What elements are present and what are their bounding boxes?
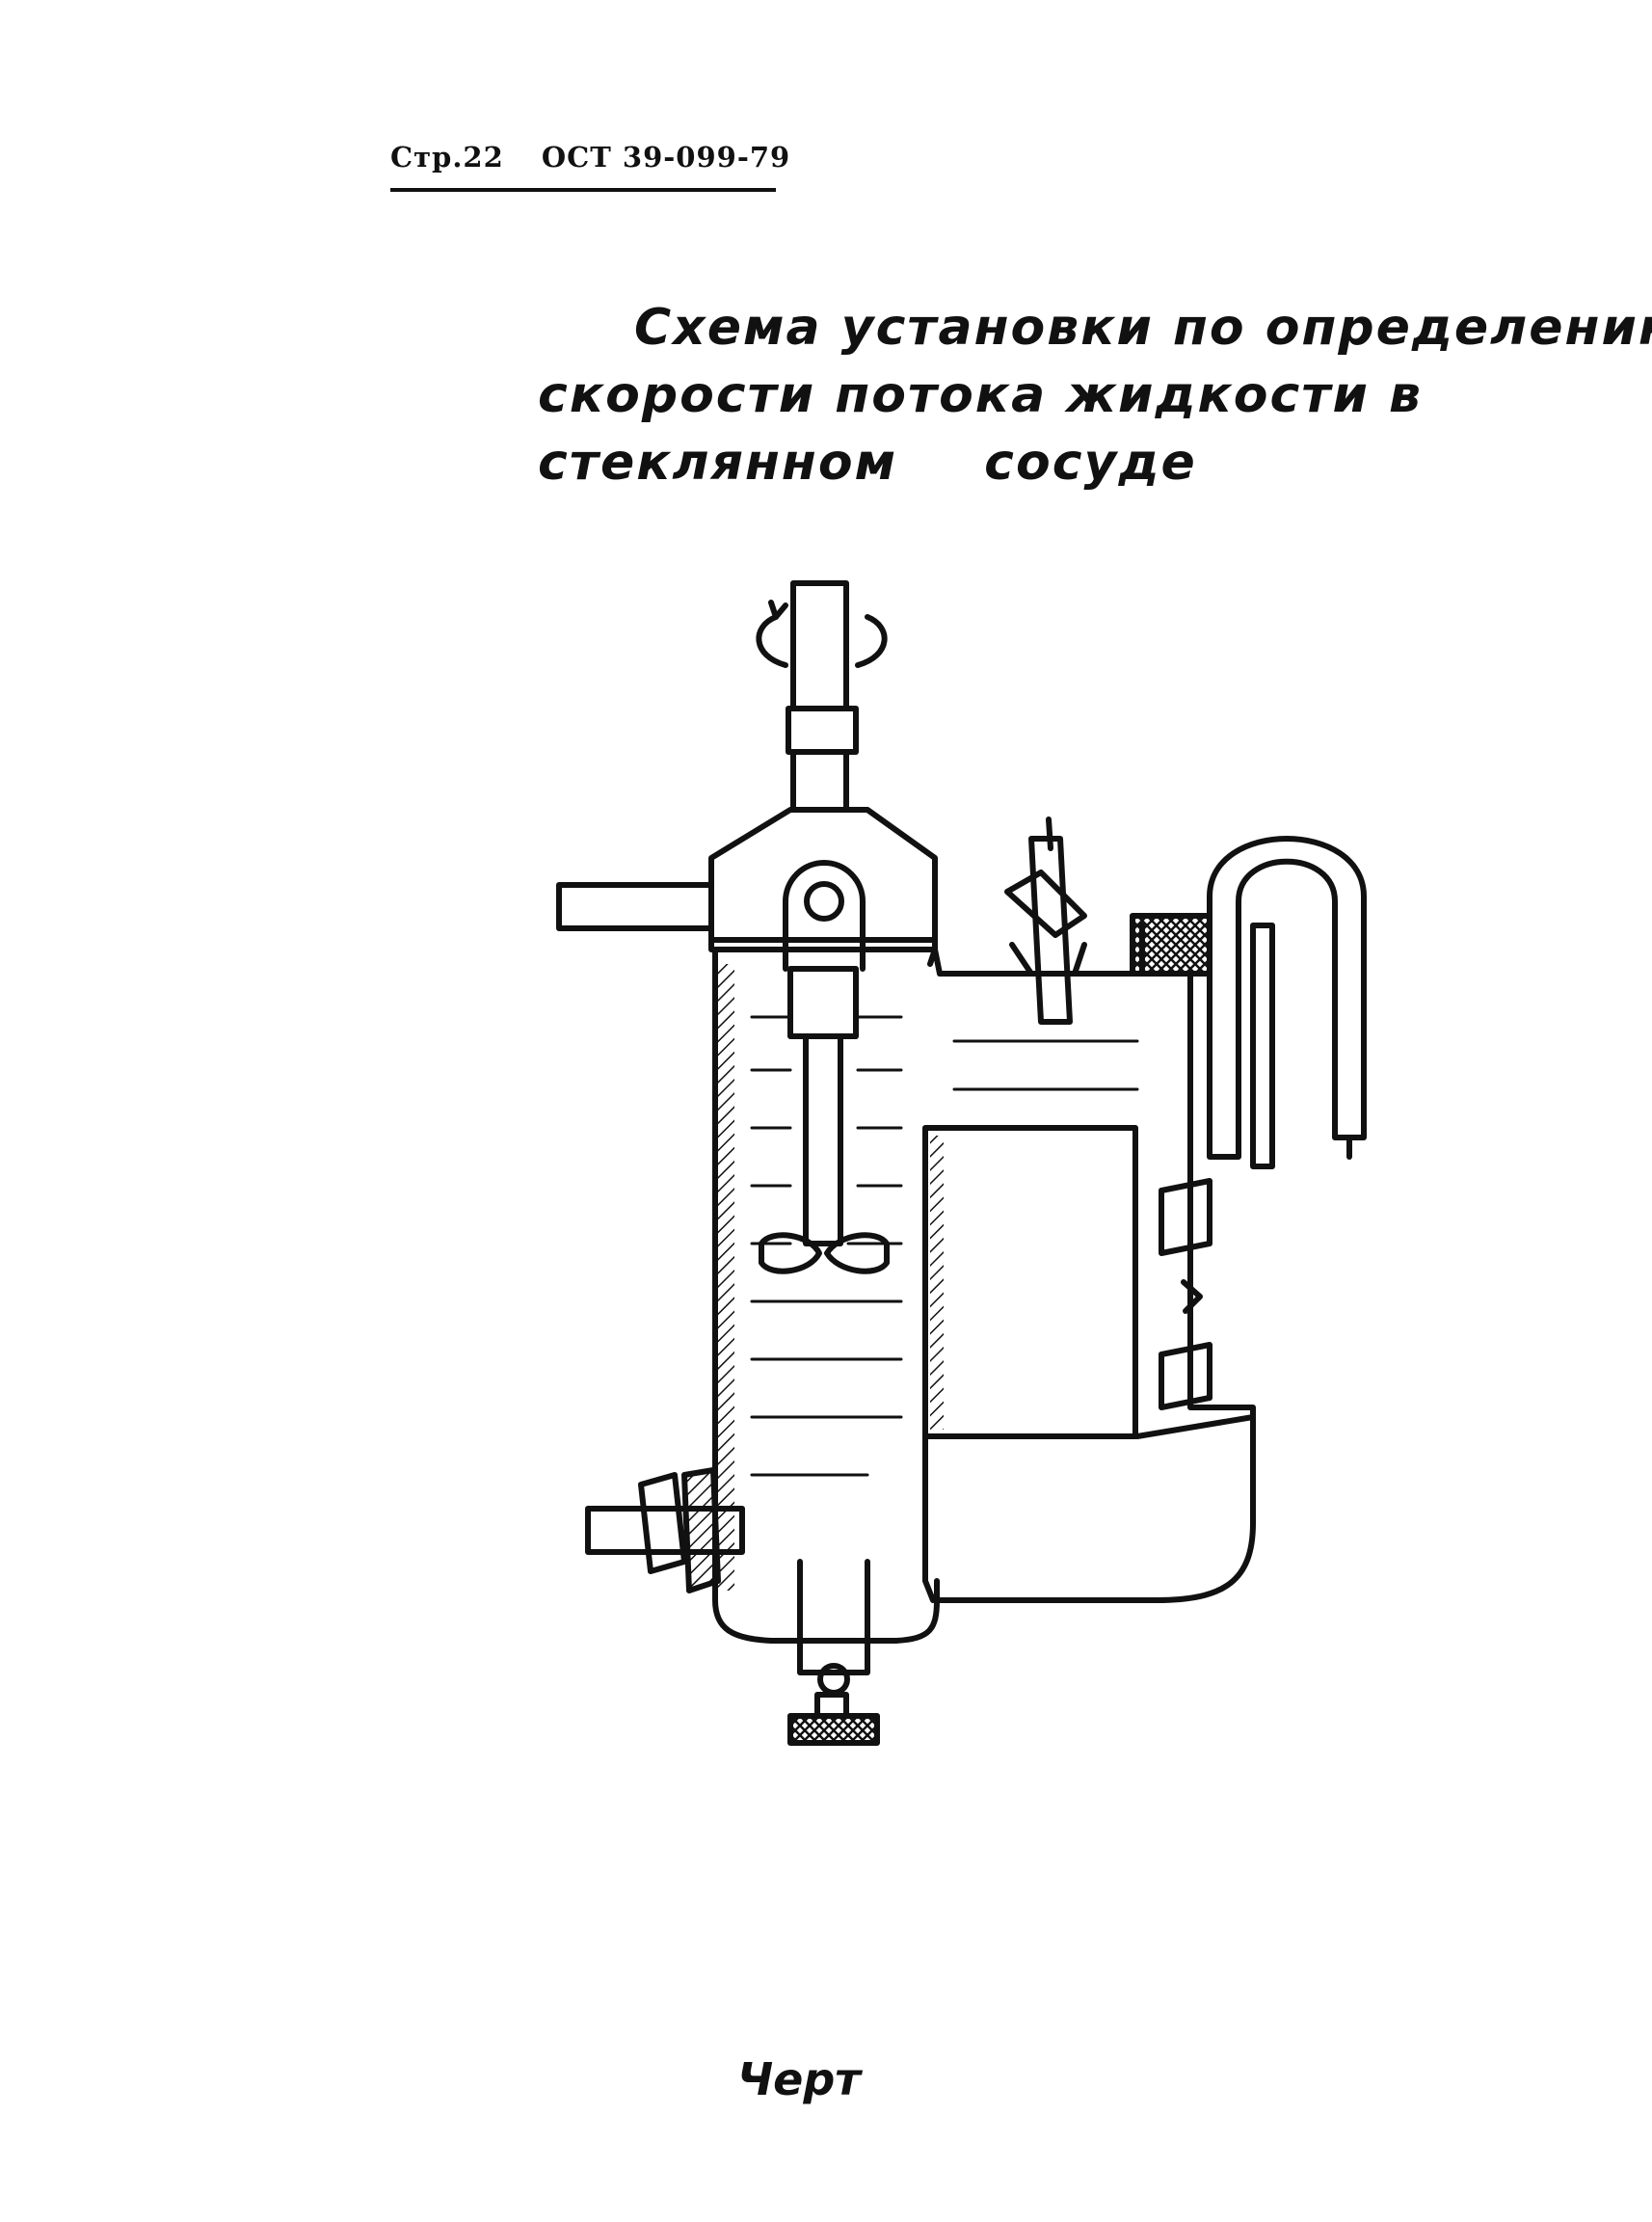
baffle-lower bbox=[1159, 1342, 1212, 1410]
shaft-coupling bbox=[786, 706, 859, 755]
bottom-outlet bbox=[797, 1559, 870, 1675]
title-line-2: скорости потока жидкости в bbox=[538, 366, 1423, 424]
stirrer-shaft bbox=[787, 966, 859, 1039]
drain-pipe bbox=[585, 1506, 745, 1555]
rotation-arrow-icon bbox=[756, 600, 888, 668]
top-valve-icon bbox=[1004, 870, 1087, 938]
drain-valve-icon bbox=[638, 1472, 687, 1574]
housing-cap bbox=[708, 807, 938, 952]
rubber-stopper bbox=[1130, 913, 1212, 977]
impeller-icon bbox=[759, 1232, 822, 1274]
stirrer-bearing bbox=[783, 860, 866, 972]
drawing-caption: Черт bbox=[737, 2053, 861, 2105]
inner-chamber bbox=[922, 1125, 1138, 1439]
inlet-pipe-top bbox=[556, 882, 714, 931]
page-number: Стр.22 bbox=[390, 141, 504, 174]
drive-shaft bbox=[790, 580, 849, 711]
apparatus-drawing bbox=[556, 580, 1367, 1746]
figure-title: Схема установки по определению скорости … bbox=[538, 294, 1652, 496]
vessel-wall-hatch bbox=[715, 964, 734, 1591]
outer-wall-right bbox=[934, 971, 1256, 1603]
u-tube bbox=[1207, 836, 1367, 1160]
page-header: Стр.22 ОСТ 39-099-79 bbox=[390, 141, 817, 174]
bottom-knob bbox=[787, 1713, 880, 1746]
standard-code: ОСТ 39-099-79 bbox=[541, 141, 791, 174]
baffle-upper bbox=[1159, 1178, 1212, 1256]
header-underline bbox=[390, 188, 776, 192]
vessel-body bbox=[712, 947, 940, 1644]
title-line-3: стеклянном сосуде bbox=[538, 434, 1197, 492]
title-line-1: Схема установки по определению bbox=[634, 299, 1652, 357]
